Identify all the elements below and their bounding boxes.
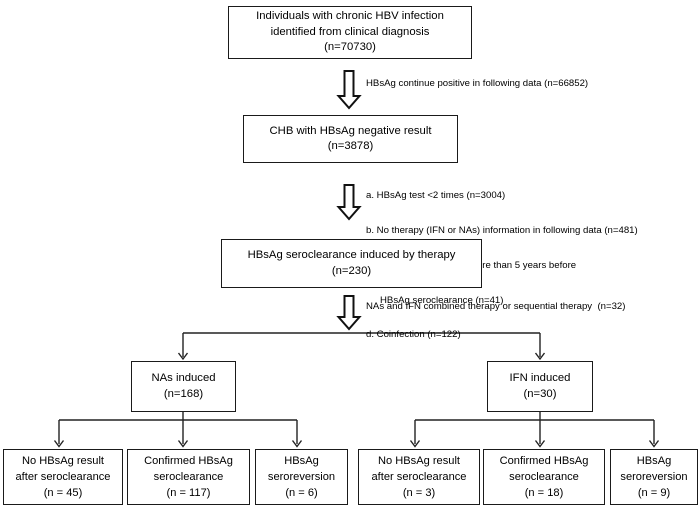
box-line: (n = 117) [166,487,211,499]
box-line: seroreversion [620,471,688,483]
arrowhead-icon [409,440,421,448]
block-arrow-down-icon [336,295,362,331]
box-nas-induced: NAs induced (n=168) [131,361,236,412]
fork-line [414,412,655,444]
box-nas-confirmed-seroclearance: Confirmed HBsAg seroclearance (n = 117) [127,449,250,505]
exclusion-item: d. Coinfection (n=122) [366,329,461,341]
fork-line [182,332,541,357]
box-chb-hbsag-negative: CHB with HBsAg negative result (n=3878) [243,115,458,163]
box-line: (n = 18) [524,487,564,499]
fork-line [58,412,298,444]
box-line: (n=70730) [324,41,376,54]
block-arrow-down-icon [336,184,362,221]
box-ifn-confirmed-seroclearance: Confirmed HBsAg seroclearance (n = 18) [483,449,605,505]
arrowhead-icon [534,440,546,448]
box-line: seroreversion [267,471,336,483]
box-line: seroclearance [509,471,579,483]
box-nas-seroreversion: HBsAg seroreversion (n = 6) [255,449,348,505]
box-nas-no-hbsag-result: No HBsAg result after seroclearance (n =… [3,449,123,505]
box-ifn-seroreversion: HBsAg seroreversion (n = 9) [610,449,698,505]
arrowhead-icon [291,440,303,448]
box-line: Confirmed HBsAg [144,455,233,467]
box-line: seroclearance [153,471,224,483]
box-line: HBsAg [284,455,319,467]
box-line: NAs induced [151,372,216,384]
box-line: No HBsAg result [21,455,104,467]
box-line: after seroclearance [15,471,111,483]
box-line: (n = 3) [402,487,436,499]
box-line: (n = 9) [637,487,671,499]
box-line: (n=230) [331,264,372,277]
box-line: (n=30) [523,387,557,400]
box-line: CHB with HBsAg negative result [269,124,432,137]
exclusion-item-continuation: HBsAg seroclearance (n=41) [380,294,504,306]
exclusion-label-combined-therapy: NAs and IFN combined therapy or sequenti… [366,301,626,312]
block-arrow-down-icon [336,70,362,110]
box-line: (n = 45) [43,487,83,499]
box-line: HBsAg seroclearance induced by therapy [247,249,456,261]
exclusion-item: b. No therapy (IFN or NAs) information i… [366,224,638,236]
exclusion-item: a. HBsAg test <2 times (n=3004) [366,190,506,202]
box-line: (n=168) [163,387,204,400]
arrowhead-icon [648,440,660,448]
box-line: identified from clinical diagnosis [270,25,430,38]
exclusion-label-hbsag-positive: HBsAg continue positive in following dat… [366,78,589,89]
box-ifn-induced: IFN induced (n=30) [487,361,593,412]
box-ifn-no-hbsag-result: No HBsAg result after seroclearance (n =… [358,449,480,505]
box-line: after seroclearance [371,471,467,483]
box-individuals-chronic-hbv: Individuals with chronic HBV infection i… [228,6,472,59]
box-line: HBsAg [636,455,672,467]
arrowhead-icon [177,440,189,448]
arrowhead-icon [534,352,546,361]
box-line: No HBsAg result [377,455,460,467]
box-line: Confirmed HBsAg [499,455,589,467]
box-line: (n=3878) [327,140,374,152]
arrowhead-icon [53,440,65,448]
box-seroclearance-induced-by-therapy: HBsAg seroclearance induced by therapy (… [221,239,482,288]
box-line: IFN induced [509,372,571,384]
box-line: Individuals with chronic HBV infection [256,10,444,23]
box-line: (n = 6) [285,487,318,499]
arrowhead-icon [177,352,189,361]
